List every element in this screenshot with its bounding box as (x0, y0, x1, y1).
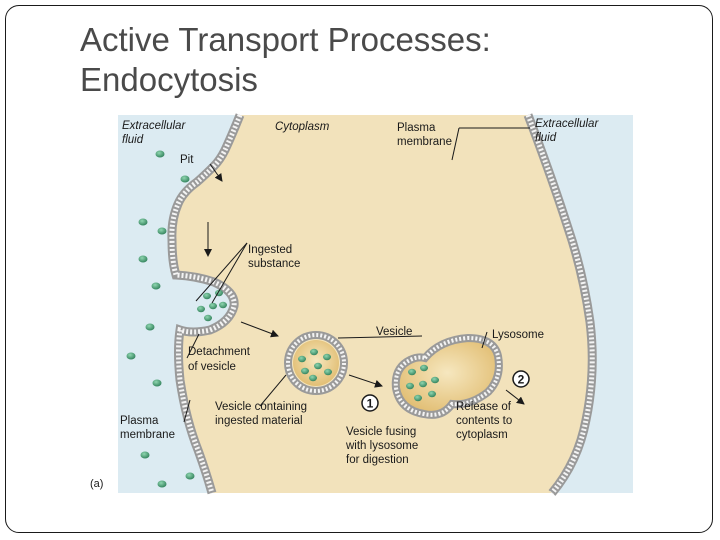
label-release-3: cytoplasm (456, 429, 508, 441)
label-extracellular-fluid-right: Extracellular (535, 118, 599, 130)
svg-text:1: 1 (367, 397, 374, 411)
label-vesicle-containing: Vesicle containing (215, 401, 307, 413)
detached-vesicle (284, 331, 348, 395)
title-line-1: Active Transport Processes: (80, 21, 491, 58)
label-release: Release of (456, 401, 512, 413)
label-pit: Pit (180, 154, 194, 166)
label-extracellular-fluid-left: Extracellular (122, 120, 186, 132)
label-detachment: Detachment (188, 346, 251, 358)
label-detachment-2: of vesicle (188, 361, 236, 373)
label-plasma-membrane-bottom: Plasma (120, 415, 159, 427)
label-plasma-membrane-top-2: membrane (397, 136, 452, 148)
label-release-2: contents to (456, 415, 512, 427)
vesicle-lysosome-fusion (391, 333, 503, 419)
label-ingested-substance: Ingested (248, 244, 292, 256)
svg-text:2: 2 (518, 373, 525, 387)
label-plasma-membrane-bottom-2: membrane (120, 429, 175, 441)
step-1-marker: 1 (361, 394, 379, 412)
step-2-marker: 2 (512, 370, 530, 388)
label-extracellular-fluid-right-2: fluid (535, 132, 557, 144)
label-vesicle-containing-2: ingested material (215, 415, 303, 427)
slide-title: Active Transport Processes: Endocytosis (80, 20, 680, 100)
annotation-lines (183, 127, 530, 423)
label-lysosome: Lysosome (492, 329, 544, 341)
panel-label: (a) (90, 478, 103, 490)
label-cytoplasm: Cytoplasm (275, 121, 330, 133)
extracellular-particles (126, 150, 195, 488)
cytoplasm-region (171, 115, 593, 493)
label-vesicle-fusing-3: for digestion (346, 454, 409, 466)
label-vesicle-fusing: Vesicle fusing (346, 426, 416, 438)
label-plasma-membrane-top: Plasma (397, 122, 436, 134)
label-vesicle-fusing-2: with lysosome (345, 440, 418, 452)
label-vesicle: Vesicle (376, 326, 412, 338)
label-ingested-substance-2: substance (248, 258, 300, 270)
label-extracellular-fluid-left-2: fluid (122, 134, 144, 146)
title-line-2: Endocytosis (80, 61, 258, 98)
